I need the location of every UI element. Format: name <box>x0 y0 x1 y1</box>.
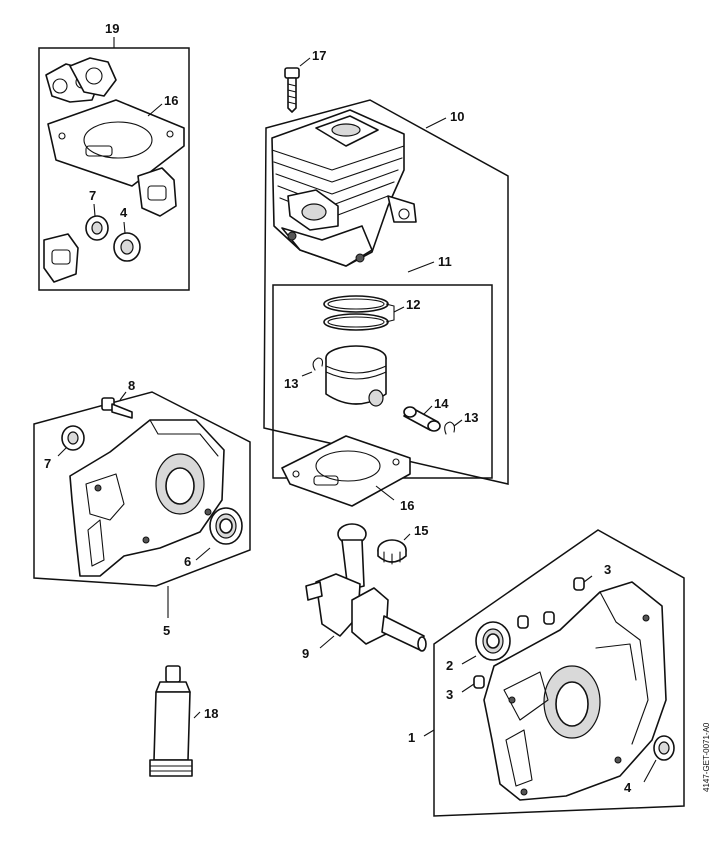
crankcase <box>483 581 667 801</box>
callout-4-right: 4 <box>624 780 632 795</box>
sleeve-top <box>573 577 585 591</box>
grease-tube <box>149 665 193 777</box>
ball-bearing-6 <box>209 507 243 545</box>
callout-9: 9 <box>302 646 309 661</box>
callout-17: 17 <box>312 48 326 63</box>
piston-pin <box>403 406 441 432</box>
ball-bearing-2 <box>475 621 511 661</box>
sleeve-2 <box>543 611 555 625</box>
piston-rings <box>323 295 389 331</box>
callout-6: 6 <box>184 554 191 569</box>
crankcase-half-group <box>33 391 251 618</box>
callout-2: 2 <box>446 658 453 673</box>
exhaust-gasket <box>43 233 79 283</box>
callout-13-right: 13 <box>464 410 478 425</box>
callout-7-left: 7 <box>44 456 51 471</box>
callout-14: 14 <box>434 396 449 411</box>
sleeve-3 <box>473 675 485 689</box>
circlip-left <box>312 357 324 371</box>
cylinder-group-frame <box>263 99 509 485</box>
crankcase-frame <box>433 529 685 817</box>
muffler-gasket <box>137 167 177 217</box>
screw-8 <box>101 397 133 419</box>
callout-10: 10 <box>450 109 464 124</box>
callout-16-top: 16 <box>164 93 178 108</box>
callout-5: 5 <box>163 623 170 638</box>
sleeve-1 <box>517 615 529 629</box>
callout-16-bottom: 16 <box>400 498 414 513</box>
callout-3-bottom: 3 <box>446 687 453 702</box>
callout-18: 18 <box>204 706 218 721</box>
callout-3-top: 3 <box>604 562 611 577</box>
circlip-right <box>444 421 456 435</box>
callout-8: 8 <box>128 378 135 393</box>
callout-12: 12 <box>406 297 420 312</box>
crankcase-group <box>423 529 685 817</box>
crankcase-half-frame <box>33 391 251 587</box>
cylinder-group <box>263 57 509 507</box>
needle-cage-15 <box>377 539 407 565</box>
cylinder-base-gasket-a <box>47 99 185 187</box>
piston <box>325 345 387 407</box>
cylinder-base-gasket-b <box>281 435 411 507</box>
cylinder <box>271 109 417 267</box>
callout-13-left: 13 <box>284 376 298 391</box>
callout-19: 19 <box>105 21 119 36</box>
crankshaft <box>305 523 427 652</box>
callout-4-top: 4 <box>120 205 128 220</box>
gasket-set-group <box>38 37 190 291</box>
callout-11: 11 <box>438 254 452 269</box>
callout-7-top: 7 <box>89 188 96 203</box>
callout-15: 15 <box>414 523 428 538</box>
screw-17 <box>284 67 300 113</box>
intake-gasket <box>69 57 117 97</box>
callout-1: 1 <box>408 730 415 745</box>
document-id: 4147-GET-0071-A0 <box>702 722 711 792</box>
crankcase-half <box>69 419 225 577</box>
